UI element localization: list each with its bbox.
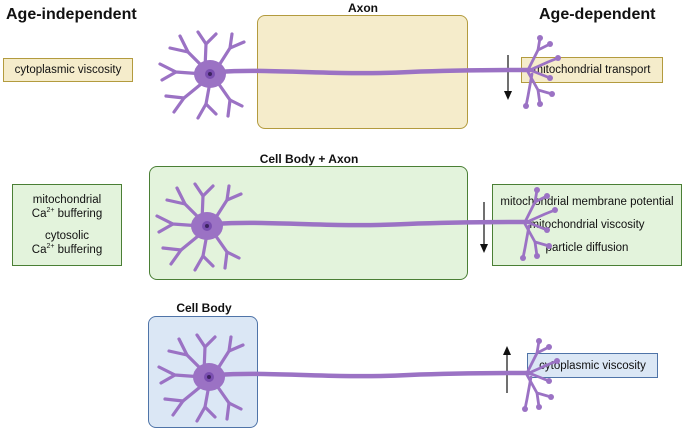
axon-left-label: cytoplasmic viscosity <box>3 58 133 82</box>
mitochondrial-viscosity-text: mitochondrial viscosity <box>529 219 645 231</box>
cyto-ca-line2: Ca2+ buffering <box>31 243 103 256</box>
mitochondrial-ca-buffering-label: mitochondrial Ca2+ buffering <box>32 193 102 221</box>
cell-body-section-title: Cell Body <box>176 301 232 315</box>
cell-body-cytoplasmic-viscosity-text: cytoplasmic viscosity <box>539 359 646 372</box>
mito-ca-line2: Ca2+ buffering <box>31 207 103 220</box>
axon-section-title: Axon <box>348 1 378 15</box>
mito-ca-line1: mitochondrial <box>32 194 102 206</box>
axon-cytoplasmic-viscosity-text: cytoplasmic viscosity <box>14 64 122 76</box>
particle-diffusion-text: particle diffusion <box>545 242 629 254</box>
axon-trend-down-arrow <box>504 55 512 100</box>
age-independent-heading: Age-independent <box>6 6 137 23</box>
cytosolic-ca-buffering-label: cytosolic Ca2+ buffering <box>32 229 102 257</box>
axon-section-neuron <box>160 32 561 118</box>
axon-right-label: mitochondrial transport <box>521 57 663 83</box>
cell-body-section-neuron <box>159 335 560 421</box>
age-dependent-heading: Age-dependent <box>539 6 656 23</box>
mitochondrial-transport-text: mitochondrial transport <box>533 64 651 76</box>
cyto-ca-line1: cytosolic <box>44 230 90 242</box>
cell-body-axon-section-title: Cell Body + Axon <box>259 152 359 166</box>
cell-body-axon-section-neuron <box>157 184 558 270</box>
cell-body-axon-left-labels: mitochondrial Ca2+ buffering cytosolic C… <box>12 184 122 266</box>
